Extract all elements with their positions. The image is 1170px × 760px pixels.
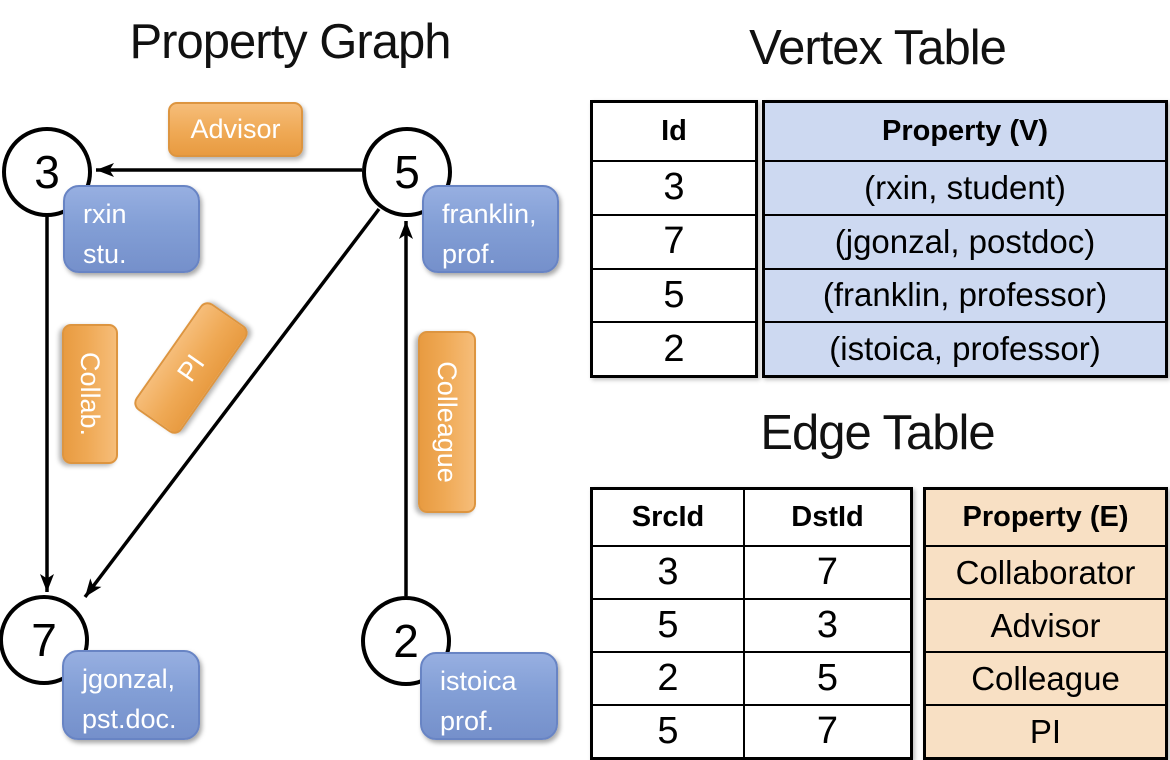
edge-table-cell: 2 xyxy=(593,651,743,704)
edge-table-cell: 3 xyxy=(743,598,910,651)
vertex-table-header-property: Property (V) xyxy=(882,115,1048,147)
vertex-circle-2: 2 xyxy=(361,596,451,686)
edge-label-colleague: Colleague xyxy=(418,331,476,513)
edge-table-cell: PI xyxy=(926,704,1165,757)
edge-table-cell: 7 xyxy=(743,704,910,757)
graph-edges-layer xyxy=(40,163,413,599)
vertex-property-box-istoica: istoica prof. xyxy=(420,652,558,740)
vertex-table-title: Vertex Table xyxy=(749,21,1007,75)
vertex-property-line: istoica xyxy=(440,666,517,696)
edge-table-property-column: Property (E) Collaborator Advisor Collea… xyxy=(923,487,1168,760)
vertex-property-line: stu. xyxy=(83,239,127,269)
edge-table-title: Edge Table xyxy=(760,406,995,460)
edge-table-header-property: Property (E) xyxy=(962,501,1129,533)
vertex-table-cell: 5 xyxy=(593,267,755,322)
vertex-property-box-jgonzal: jgonzal, pst.doc. xyxy=(62,650,200,740)
vertex-table-cell: (istoica, professor) xyxy=(765,321,1165,375)
vertex-table-cell: (rxin, student) xyxy=(765,160,1165,214)
edge-table-cell: 5 xyxy=(593,704,743,757)
edge-table-header-dstid: DstId xyxy=(743,490,910,545)
vertex-property-box-rxin: rxin stu. xyxy=(63,185,200,273)
vertex-property-line: rxin xyxy=(83,199,127,229)
edge-table-cell: 5 xyxy=(593,598,743,651)
vertex-property-line: prof. xyxy=(442,239,497,269)
edge-table-header-srcid: SrcId xyxy=(631,501,705,533)
edge-label-collab: Collab. xyxy=(62,324,118,464)
vertex-property-line: franklin, xyxy=(442,199,537,229)
edge-table-cell: Collaborator xyxy=(926,545,1165,598)
vertex-circle-5: 5 xyxy=(362,127,452,217)
property-graph-title: Property Graph xyxy=(129,15,452,69)
edge-table-cell: 7 xyxy=(743,545,910,598)
vertex-property-line: pst.doc. xyxy=(82,704,177,734)
vertex-property-line: prof. xyxy=(440,706,495,736)
edge-label-advisor: Advisor xyxy=(168,102,303,157)
vertex-property-box-franklin: franklin, prof. xyxy=(422,185,559,273)
vertex-table-id-column: Id 3 7 5 2 xyxy=(590,100,758,378)
vertex-table-cell: (franklin, professor) xyxy=(765,267,1165,322)
vertex-table-cell: 3 xyxy=(593,160,755,214)
edge-table-cell: Colleague xyxy=(926,651,1165,704)
vertex-table-cell: (jgonzal, postdoc) xyxy=(765,213,1165,268)
edge-table-cell: Advisor xyxy=(926,598,1165,651)
vertex-table-cell: 7 xyxy=(593,213,755,268)
vertex-table-property-column: Property (V) (rxin, student) (jgonzal, p… xyxy=(762,100,1168,378)
vertex-table-cell: 2 xyxy=(593,321,755,375)
vertex-property-line: jgonzal, xyxy=(82,664,176,694)
edge-table-cell: 5 xyxy=(743,651,910,704)
edge-table-id-columns: SrcId DstId 3 7 5 3 2 5 5 7 xyxy=(590,487,913,760)
vertex-table-header-id: Id xyxy=(661,115,687,147)
edge-line-5-to-7 xyxy=(83,207,381,599)
edge-table-cell: 3 xyxy=(593,545,743,598)
